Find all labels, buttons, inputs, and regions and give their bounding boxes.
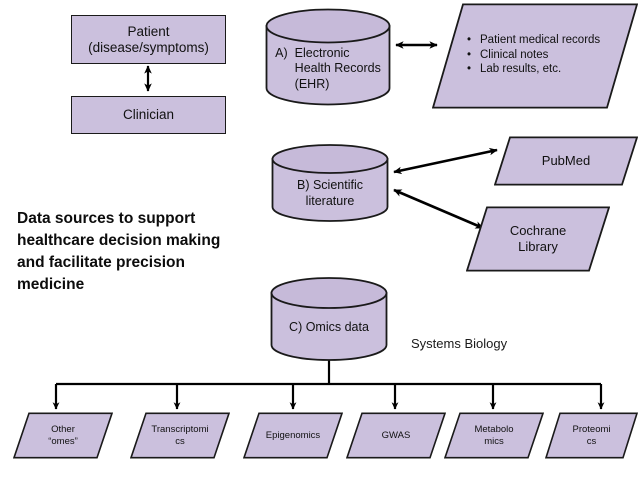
clinician-box[interactable]: Clinician <box>71 96 226 134</box>
pubmed-parallelogram[interactable]: PubMed <box>494 136 638 186</box>
cochrane-parallelogram[interactable]: Cochrane Library <box>466 206 610 272</box>
patient-box[interactable]: Patient (disease/symptoms) <box>71 15 226 64</box>
pubmed-label: PubMed <box>541 153 591 169</box>
omics-branch-transcriptomics[interactable]: Transcriptomi cs <box>130 412 230 459</box>
cochrane-label-line1: Cochrane <box>509 223 567 239</box>
omics-branch-label-line1: Proteomi <box>572 424 611 436</box>
parallelogram-shape <box>243 412 343 459</box>
parallelogram-shape <box>13 412 113 459</box>
literature-label-group: B) Scientific literature <box>271 170 389 218</box>
omics-branch-label-wrap: Epigenomics <box>243 412 343 459</box>
list-item: Clinical notes <box>467 49 600 63</box>
pubmed-label-wrap: PubMed <box>494 136 638 186</box>
ehr-contents-list-wrap: Patient medical records Clinical notes L… <box>432 3 638 109</box>
ehr-label-line1: Electronic <box>294 45 350 60</box>
omics-branch-metabolomics[interactable]: Metabolo mics <box>444 412 544 459</box>
omics-branch-label-line1: Epigenomics <box>265 429 321 441</box>
omics-branch-label-line2: “omes” <box>48 435 78 447</box>
systems-biology-label: Systems Biology <box>411 336 508 351</box>
ehr-label-line3: (EHR) <box>294 76 330 91</box>
omics-branch-label-line2: mics <box>484 435 504 447</box>
ehr-contents-parallelogram[interactable]: Patient medical records Clinical notes L… <box>432 3 638 109</box>
omics-label: C) Omics data <box>289 320 369 335</box>
omics-branch-label-line2: cs <box>586 435 597 447</box>
literature-cylinder[interactable]: B) Scientific literature <box>271 144 389 222</box>
literature-label-line2: literature <box>305 194 355 208</box>
parallelogram-shape <box>130 412 230 459</box>
omics-branch-label-wrap: Transcriptomi cs <box>130 412 230 459</box>
parallelogram-shape <box>466 206 610 272</box>
omics-branch-label-line1: Metabolo <box>474 424 514 436</box>
omics-branch-epigenomics[interactable]: Epigenomics <box>243 412 343 459</box>
parallelogram-shape <box>545 412 638 459</box>
parallelogram-shape <box>444 412 544 459</box>
patient-label-line2: (disease/symptoms) <box>88 39 209 55</box>
ehr-tag: A) <box>275 45 288 60</box>
ehr-contents-list: Patient medical records Clinical notes L… <box>466 34 600 78</box>
cylinder-shape-c <box>270 277 388 361</box>
list-item: Lab results, etc. <box>467 63 600 77</box>
clinician-label: Clinician <box>122 107 175 123</box>
ehr-label-line2: Health Records <box>294 61 381 76</box>
omics-branch-label-wrap: Proteomi cs <box>545 412 638 459</box>
connector-omics-tree <box>52 359 605 410</box>
cylinder-shape-a <box>265 8 391 106</box>
omics-branch-label-line1: Transcriptomi <box>151 424 209 436</box>
omics-branch-label-line1: Other <box>51 424 75 436</box>
list-item: Patient medical records <box>467 34 600 48</box>
ehr-cylinder[interactable]: A) Electronic Health Records (EHR) <box>265 8 391 106</box>
ehr-label-group: A) Electronic Health Records (EHR) <box>265 38 391 100</box>
omics-cylinder[interactable]: C) Omics data <box>270 277 388 361</box>
parallelogram-shape <box>494 136 638 186</box>
page-caption: Data sources to support healthcare decis… <box>17 210 221 293</box>
parallelogram-shape <box>346 412 446 459</box>
omics-branch-label-wrap: Other “omes” <box>13 412 113 459</box>
omics-branch-label-line2: cs <box>175 435 185 447</box>
literature-label-line1: B) Scientific <box>297 178 363 193</box>
omics-branch-proteomics[interactable]: Proteomi cs <box>545 412 638 459</box>
cochrane-label-wrap: Cochrane Library <box>466 206 610 272</box>
omics-branch-gwas[interactable]: GWAS <box>346 412 446 459</box>
patient-label-line1: Patient <box>127 23 170 39</box>
omics-branch-label-wrap: Metabolo mics <box>444 412 544 459</box>
cochrane-label-line2: Library <box>518 239 558 254</box>
omics-branch-other-omes[interactable]: Other “omes” <box>13 412 113 459</box>
connector-literature-pubmed <box>393 147 498 175</box>
omics-branch-label-wrap: GWAS <box>346 412 446 459</box>
omics-label-wrap: C) Omics data <box>270 305 388 351</box>
cylinder-shape-b <box>271 144 389 222</box>
omics-branch-label-line1: GWAS <box>381 429 411 441</box>
